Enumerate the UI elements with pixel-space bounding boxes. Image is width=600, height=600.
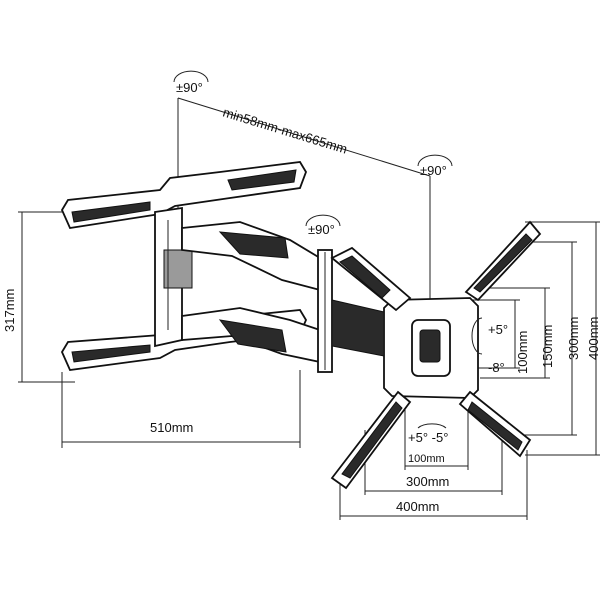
vesa-150-vertical-label: 150mm <box>540 325 555 368</box>
rotation-label-top-left: ±90° <box>176 80 203 95</box>
vesa-bracket <box>330 220 542 490</box>
vesa-300-vertical-label: 300mm <box>566 317 581 360</box>
arm-range-label: min58mm-max665mm <box>221 105 349 157</box>
vesa-100-horizontal-label: 100mm <box>408 453 445 465</box>
vesa-300-horizontal-label: 300mm <box>406 474 449 489</box>
tilt-down-label: -8° <box>488 360 505 375</box>
tilt-up-label: +5° <box>488 322 508 337</box>
vesa-400-vertical-label: 400mm <box>586 317 600 360</box>
swivel-label: +5° -5° <box>408 430 448 445</box>
dimension-510-lines <box>61 370 301 448</box>
rotation-label-mid: ±90° <box>308 222 335 237</box>
width-510-label: 510mm <box>150 420 193 435</box>
rotation-icons <box>173 70 483 429</box>
dimension-right-lines <box>470 221 600 456</box>
rotation-label-top-right: ±90° <box>420 163 447 178</box>
vesa-400-horizontal-label: 400mm <box>396 499 439 514</box>
articulating-arm <box>181 221 333 373</box>
vesa-100-vertical-label: 100mm <box>515 331 530 374</box>
height-317-label: 317mm <box>2 289 17 332</box>
